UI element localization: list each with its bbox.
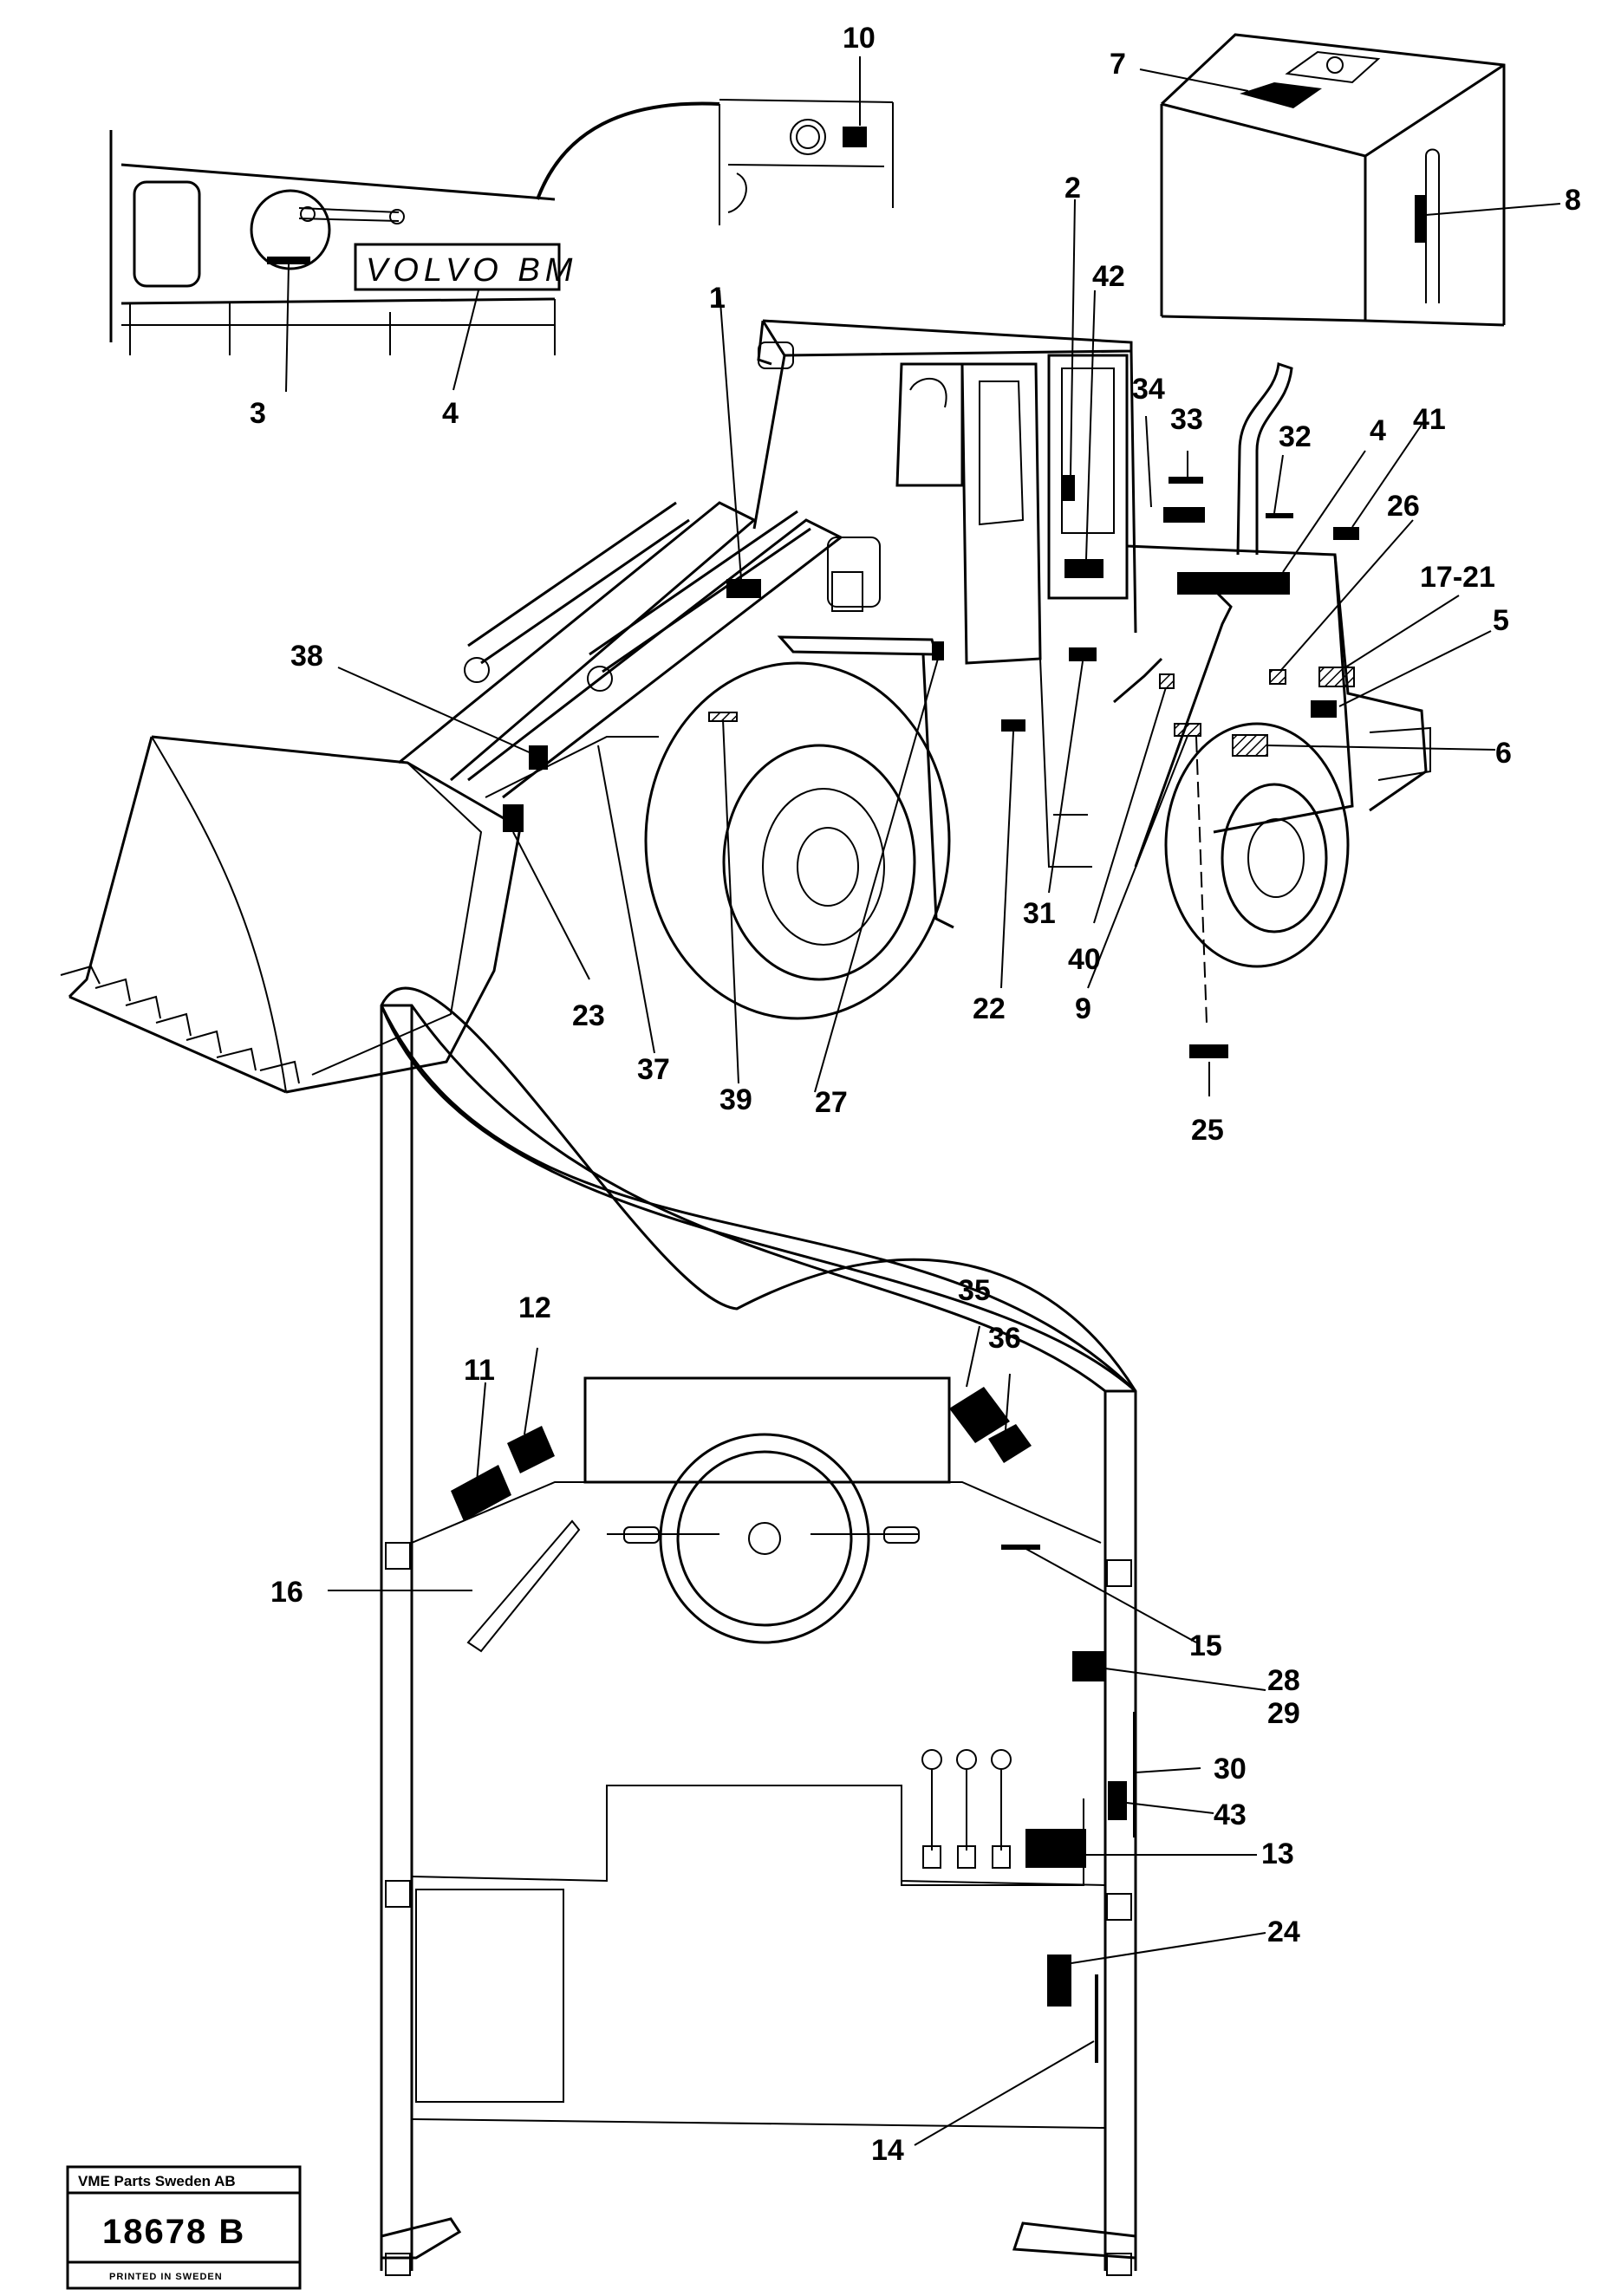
callout-1: 1 bbox=[709, 282, 726, 315]
decal-33 bbox=[1169, 477, 1203, 484]
decal-12 bbox=[507, 1426, 555, 1473]
title-block-company: VME Parts Sweden AB bbox=[78, 2173, 236, 2189]
callout-38: 38 bbox=[290, 640, 323, 673]
decal-4b bbox=[1177, 572, 1290, 595]
callout-16: 16 bbox=[270, 1576, 303, 1609]
callout-labels: 1 2 3 4 4 5 6 7 8 9 10 11 12 13 14 15 16… bbox=[250, 22, 1581, 2167]
callout-22: 22 bbox=[973, 992, 1006, 1025]
title-block-footer: PRINTED IN SWEDEN bbox=[109, 2272, 223, 2282]
callout-42: 42 bbox=[1092, 260, 1125, 293]
callout-31: 31 bbox=[1023, 897, 1056, 930]
decal-15 bbox=[1001, 1545, 1040, 1550]
decal-40 bbox=[1159, 673, 1175, 689]
callout-29: 29 bbox=[1267, 1697, 1300, 1730]
decal-5 bbox=[1311, 700, 1337, 718]
decal-26 bbox=[1269, 669, 1286, 685]
decal-1 bbox=[726, 579, 761, 598]
decal-25 bbox=[1189, 1044, 1228, 1058]
decal-22 bbox=[1001, 719, 1025, 732]
wheel-loader-illustration bbox=[60, 319, 1431, 1094]
detail-fuel-panel bbox=[719, 99, 894, 225]
callout-4b: 4 bbox=[1370, 414, 1386, 447]
callout-9: 9 bbox=[1075, 992, 1091, 1025]
decal-6 bbox=[1232, 734, 1268, 757]
decal-9 bbox=[1174, 723, 1201, 737]
callout-34: 34 bbox=[1132, 373, 1165, 406]
callout-35: 35 bbox=[958, 1274, 991, 1307]
decal-34 bbox=[1163, 507, 1205, 523]
decal-17-21 bbox=[1318, 667, 1355, 687]
callout-32: 32 bbox=[1279, 420, 1312, 453]
callout-6: 6 bbox=[1495, 737, 1512, 770]
callout-26: 26 bbox=[1387, 490, 1420, 523]
callout-33: 33 bbox=[1170, 403, 1203, 436]
callout-10: 10 bbox=[843, 22, 876, 55]
decal-8 bbox=[1415, 195, 1427, 243]
callout-24: 24 bbox=[1267, 1916, 1300, 1948]
decal-38 bbox=[529, 745, 548, 770]
callout-39: 39 bbox=[719, 1083, 752, 1116]
decal-11 bbox=[451, 1465, 511, 1521]
decal-36 bbox=[988, 1424, 1032, 1463]
callout-4a: 4 bbox=[442, 397, 459, 430]
callout-14: 14 bbox=[871, 2134, 904, 2167]
callout-15: 15 bbox=[1189, 1629, 1222, 1662]
callout-43: 43 bbox=[1214, 1798, 1247, 1831]
callout-5: 5 bbox=[1493, 604, 1509, 637]
callout-40: 40 bbox=[1068, 943, 1101, 976]
decal-3 bbox=[267, 257, 310, 264]
decal-24 bbox=[1047, 1955, 1071, 2007]
decal-41 bbox=[1333, 527, 1359, 540]
callout-11: 11 bbox=[464, 1354, 495, 1387]
callout-12: 12 bbox=[518, 1291, 551, 1324]
callout-3: 3 bbox=[250, 397, 266, 430]
decal-10 bbox=[843, 127, 867, 147]
callout-37: 37 bbox=[637, 1053, 670, 1086]
decal-32 bbox=[1266, 513, 1293, 518]
callout-27: 27 bbox=[815, 1086, 848, 1119]
callout-13: 13 bbox=[1261, 1837, 1294, 1870]
cab-interior-illustration bbox=[380, 986, 1137, 2276]
decal-43 bbox=[1108, 1781, 1127, 1820]
detail-cab-panel: VOLVO BM bbox=[109, 101, 720, 355]
callout-23: 23 bbox=[572, 999, 605, 1032]
callout-8: 8 bbox=[1565, 184, 1581, 217]
title-block: VME Parts Sweden AB 18678 B PRINTED IN S… bbox=[66, 2165, 302, 2290]
decal-35 bbox=[949, 1387, 1010, 1443]
title-block-drawing-number: 18678 B bbox=[102, 2213, 245, 2251]
brand-plate-text: VOLVO BM bbox=[366, 252, 577, 289]
callout-2: 2 bbox=[1064, 172, 1081, 205]
leader-lines bbox=[285, 56, 1561, 2146]
decal-7 bbox=[1240, 82, 1322, 108]
decal-42 bbox=[1064, 559, 1103, 578]
decal-31 bbox=[1069, 647, 1097, 661]
callout-30: 30 bbox=[1214, 1753, 1247, 1785]
callout-25: 25 bbox=[1191, 1114, 1224, 1147]
callout-17-21: 17-21 bbox=[1420, 561, 1495, 594]
callout-36: 36 bbox=[988, 1322, 1021, 1355]
callout-7: 7 bbox=[1110, 48, 1126, 81]
decal-2 bbox=[1063, 475, 1075, 501]
decal-27 bbox=[932, 641, 944, 660]
decal-13 bbox=[1025, 1829, 1086, 1868]
callout-28: 28 bbox=[1267, 1664, 1300, 1697]
decal-28 bbox=[1072, 1651, 1105, 1681]
detail-hood-box bbox=[1160, 33, 1506, 327]
callout-41: 41 bbox=[1413, 403, 1446, 436]
